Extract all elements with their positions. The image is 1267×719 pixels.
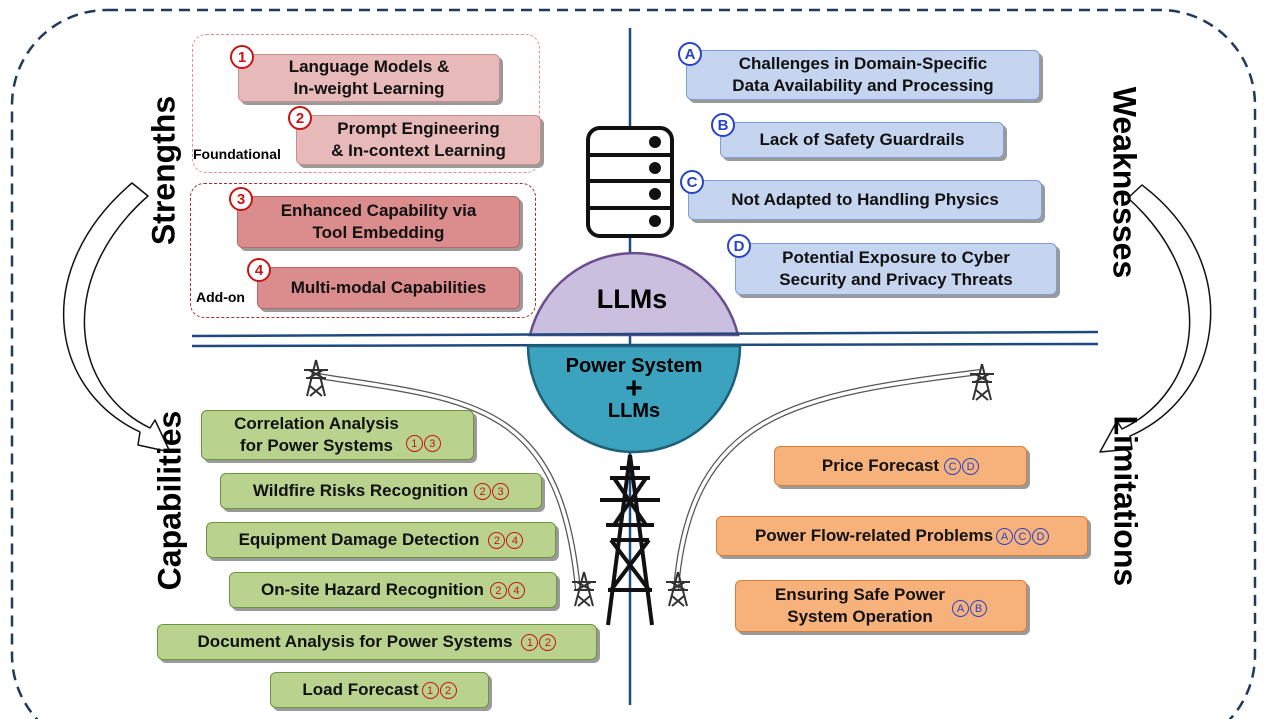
capability-6-badge: 1 (421, 682, 439, 700)
weakness-D-line1: Potential Exposure to Cyber (782, 248, 1010, 267)
capability-box-1: Correlation Analysis for Power Systems 1… (201, 410, 474, 460)
limitation-2-badge: D (1032, 528, 1050, 546)
foundational-label: Foundational (193, 146, 281, 162)
capability-1-line1: Correlation Analysis (234, 414, 399, 433)
plus-sign: + (625, 372, 643, 405)
limitations-label: Limitations (1107, 415, 1144, 587)
capabilities-label: Capabilities (151, 410, 188, 591)
capability-2-line1: Wildfire Risks Recognition (252, 481, 469, 500)
addon-label: Add-on (196, 289, 245, 305)
weakness-C-line1: Not Adapted to Handling Physics (731, 190, 999, 209)
limitation-1-badge: D (962, 458, 980, 476)
addon-group (190, 183, 536, 318)
small-tower-3 (572, 571, 596, 607)
weakness-A-line2: Data Availability and Processing (732, 76, 994, 95)
capability-1-badge: 1 (405, 435, 423, 453)
horizontal-axis-top (191, 330, 1099, 338)
strength-3-line2: Tool Embedding (312, 223, 445, 242)
limitation-1-line1: Price Forecast (821, 456, 940, 475)
capability-5-line1: Document Analysis for Power Systems (197, 632, 513, 651)
strength-1-line2: In-weight Learning (293, 79, 445, 98)
strength-box-1: Language Models & In-weight Learning (238, 54, 500, 102)
database-icon (586, 126, 674, 238)
strength-badge-3: 3 (229, 187, 253, 211)
power-system-dome (526, 344, 742, 454)
power-system-label: Power System + LLMs (536, 354, 732, 422)
strength-2-line1: Prompt Engineering (337, 119, 500, 138)
weaknesses-label: Weaknesses (1106, 86, 1143, 279)
capability-3-line1: Equipment Damage Detection (238, 530, 480, 549)
small-tower-1 (304, 359, 328, 397)
capability-5-badge: 1 (521, 634, 539, 652)
capability-1-line2: for Power Systems (239, 436, 394, 455)
weakness-box-C: Not Adapted to Handling Physics (688, 180, 1042, 220)
strengths-label: Strengths (145, 95, 182, 246)
power-system-line1: Power System (565, 355, 703, 377)
strength-1-line1: Language Models & (288, 57, 450, 76)
llms-label: LLMs (596, 284, 668, 314)
weakness-D-line2: Security and Privacy Threats (779, 270, 1013, 289)
strength-4-line1: Multi-modal Capabilities (290, 278, 487, 297)
weakness-B-line1: Lack of Safety Guardrails (759, 130, 965, 149)
weakness-box-A: Challenges in Domain-Specific Data Avail… (686, 50, 1040, 100)
strength-3-line1: Enhanced Capability via (280, 201, 477, 220)
capability-4-line1: On-site Hazard Recognition (261, 580, 484, 599)
small-tower-4 (666, 571, 690, 607)
strength-badge-2: 2 (288, 106, 312, 130)
curved-arrow-icon (62, 182, 171, 453)
capability-3-badge: 4 (506, 532, 524, 550)
limitation-2-badge: C (1014, 528, 1032, 546)
weakness-badge-A: A (678, 42, 702, 66)
strength-2-line2: & In-context Learning (331, 141, 506, 160)
capability-4-badge: 4 (507, 582, 525, 600)
weakness-badge-B: B (711, 113, 735, 137)
power-system-line2: LLMs (607, 400, 661, 422)
power-lines (317, 369, 981, 591)
small-tower-2 (970, 363, 994, 401)
strength-box-4: Multi-modal Capabilities (257, 267, 520, 309)
weakness-box-B: Lack of Safety Guardrails (720, 122, 1004, 158)
limitation-3-badge: B (970, 600, 988, 618)
capability-6-badge: 2 (439, 682, 457, 700)
capability-1-badge: 3 (423, 435, 441, 453)
strength-badge-1: 1 (230, 45, 254, 69)
limitation-1-badge: C (944, 458, 962, 476)
weakness-A-line1: Challenges in Domain-Specific (738, 54, 988, 73)
transmission-tower-icon (600, 454, 660, 626)
capability-4-badge: 2 (489, 582, 507, 600)
curved-arrow-icon (1099, 184, 1212, 453)
capability-2-badge: 3 (492, 483, 510, 501)
weakness-badge-D: D (727, 234, 751, 258)
limitation-2-line1: Power Flow-related Problems (754, 526, 994, 545)
capability-5-badge: 2 (539, 634, 557, 652)
strength-box-2: Prompt Engineering & In-context Learning (296, 115, 541, 165)
strength-box-3: Enhanced Capability via Tool Embedding (237, 196, 520, 248)
foundational-group (192, 34, 540, 173)
capability-3-badge: 2 (488, 532, 506, 550)
capability-2-badge: 2 (474, 483, 492, 501)
capability-6-line1: Load Forecast (302, 680, 419, 699)
strength-badge-4: 4 (247, 258, 271, 282)
limitation-3-line2: System Operation (787, 607, 933, 626)
limitation-3-line1: Ensuring Safe Power (774, 585, 946, 604)
limitation-2-badge: A (996, 528, 1014, 546)
llm-dome (528, 251, 740, 337)
limitation-3-badge: A (952, 600, 970, 618)
outer-frame (10, 8, 1257, 719)
weakness-badge-C: C (680, 170, 704, 194)
weakness-box-D: Potential Exposure to Cyber Security and… (735, 243, 1057, 295)
